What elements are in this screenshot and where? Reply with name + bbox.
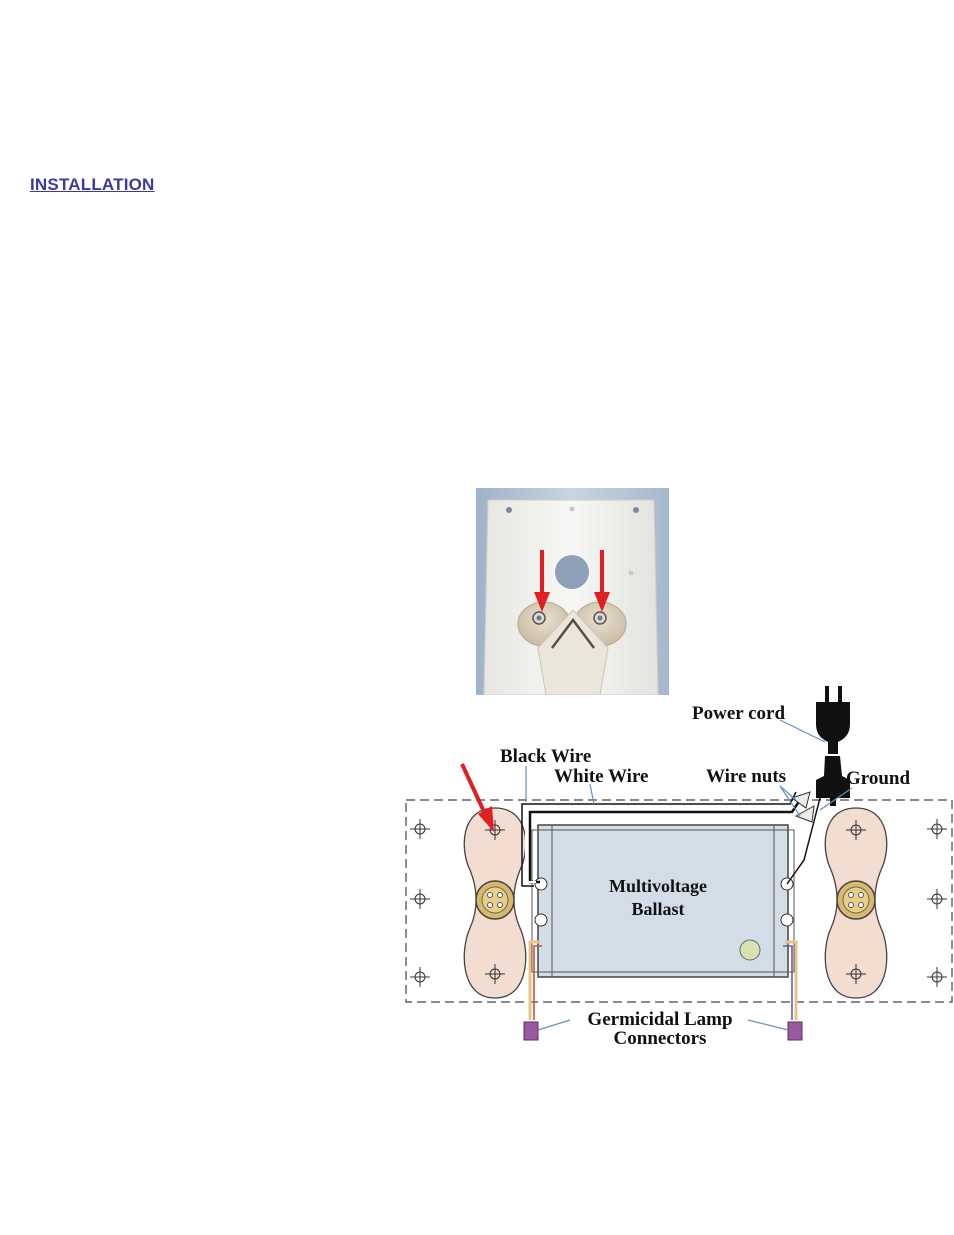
ballast-label-line1: Multivoltage bbox=[609, 876, 707, 896]
right-lamp-connector bbox=[787, 1021, 803, 1041]
ballast-label-line2: Ballast bbox=[631, 899, 684, 919]
screw-arrow-right bbox=[594, 550, 610, 612]
ground-label: Ground bbox=[846, 768, 911, 789]
mounting-hole-arrow bbox=[460, 763, 494, 832]
wire-nuts-label: Wire nuts bbox=[706, 766, 786, 787]
wiring-diagram: Multivoltage Ballast bbox=[405, 686, 953, 1049]
mounting-plate-photo bbox=[476, 488, 669, 695]
lamp-connector-wires bbox=[528, 940, 798, 1020]
connectors-label-line1: Germicidal Lamp bbox=[587, 1009, 732, 1030]
white-wire-label: White Wire bbox=[554, 766, 648, 787]
connectors-label-line2: Connectors bbox=[614, 1028, 707, 1049]
mounting-hole-marks bbox=[410, 819, 947, 987]
black-wire-label: Black Wire bbox=[500, 746, 591, 767]
left-lamp-bracket bbox=[463, 807, 527, 999]
power-cord-plug bbox=[816, 686, 850, 806]
label-leader-lines bbox=[525, 719, 853, 1031]
section-heading-installation[interactable]: INSTALLATION bbox=[30, 175, 155, 194]
right-lamp-bracket bbox=[824, 807, 888, 999]
screw-arrow-left bbox=[534, 550, 550, 612]
power-cord-label: Power cord bbox=[692, 703, 785, 724]
wire-nuts bbox=[790, 791, 815, 823]
left-lamp-connector bbox=[523, 1021, 539, 1041]
multivoltage-ballast bbox=[531, 824, 795, 978]
